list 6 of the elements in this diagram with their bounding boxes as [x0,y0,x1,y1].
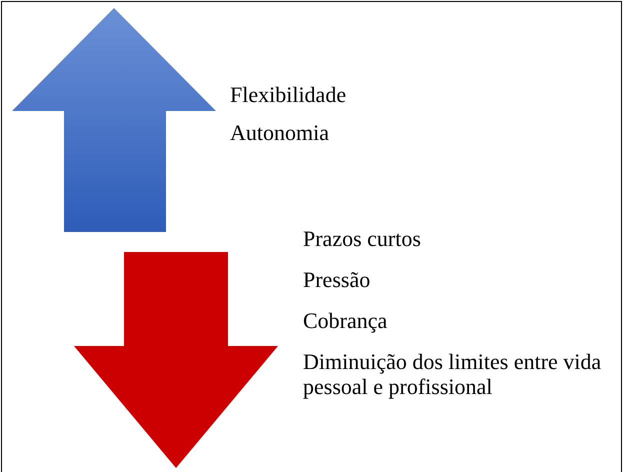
label-text: Pressão [303,267,372,292]
label-text: Prazos curtos [303,226,422,251]
label-text: Autonomia [230,120,330,145]
label-text: Diminuição dos limites entre vida pessoal e profissional [303,349,602,399]
label-text: Cobrança [303,308,388,333]
label-text: Flexibilidade [230,82,348,107]
